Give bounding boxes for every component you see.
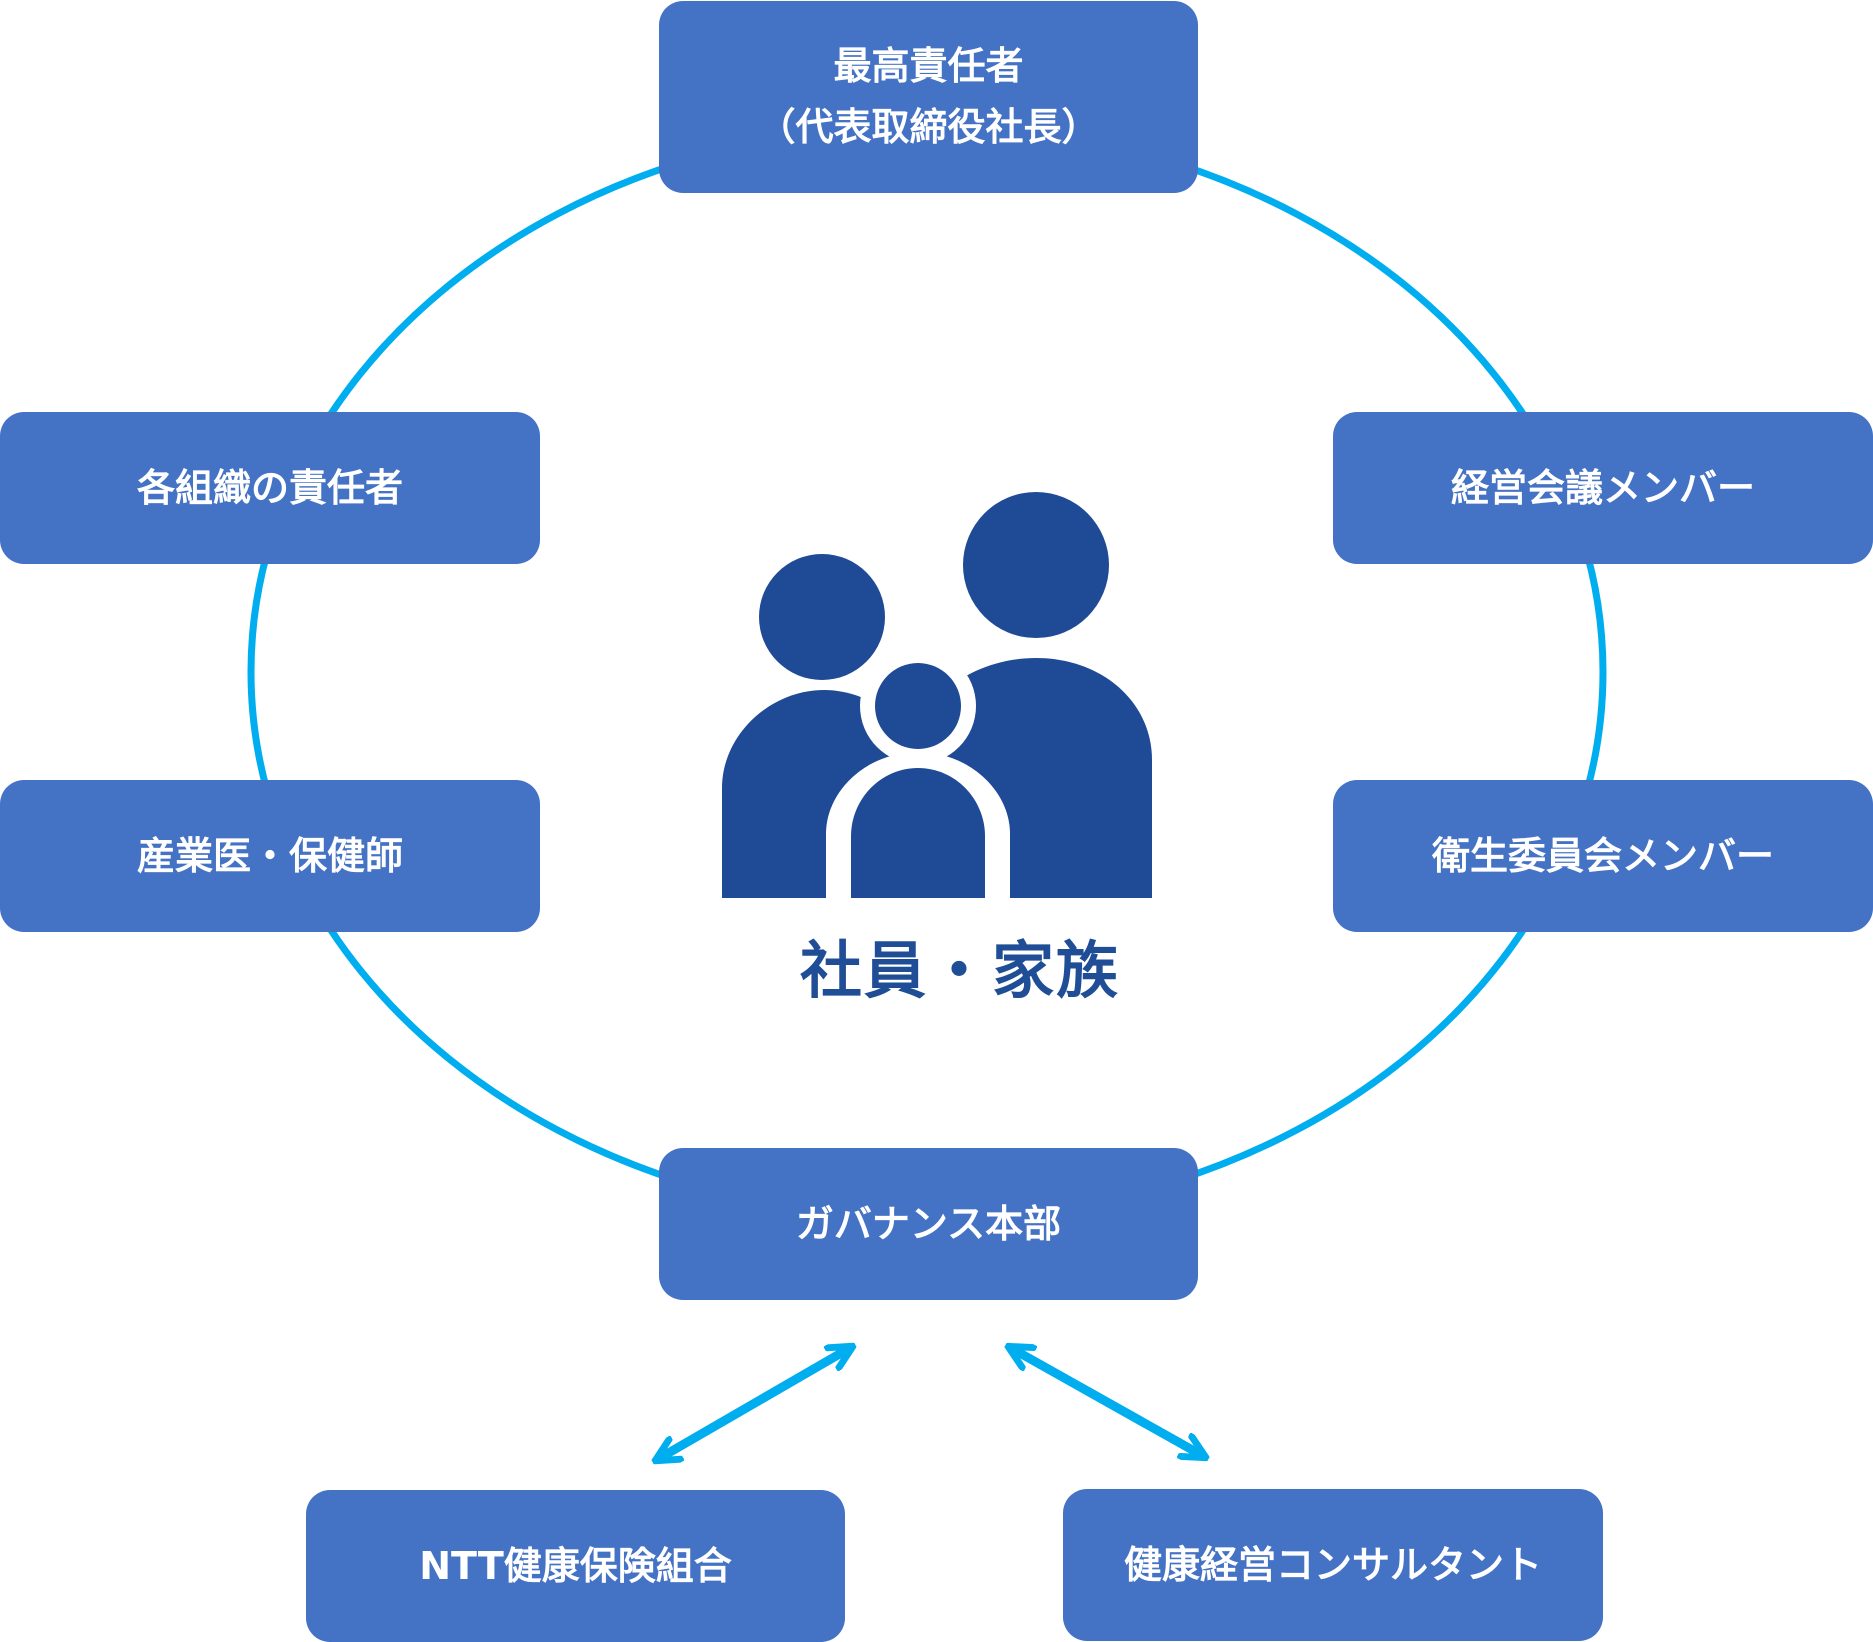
arrow-left-two-way <box>665 1352 843 1455</box>
node-external-right-label: 健康経営コンサルタント <box>1123 1542 1542 1587</box>
adult-left-head <box>759 554 885 680</box>
node-upper-left: 各組織の責任者 <box>0 412 540 564</box>
center-label: 社員・家族 <box>799 934 1120 1007</box>
node-lower-left: 産業医・保健師 <box>0 780 540 932</box>
node-lower-left-label: 産業医・保健師 <box>136 833 403 878</box>
node-bottom-label: ガバナンス本部 <box>795 1201 1062 1246</box>
child-body <box>851 768 985 898</box>
node-top-line2: （代表取締役社長） <box>757 105 1100 149</box>
node-lower-right-label: 衛生委員会メンバー <box>1431 833 1774 878</box>
node-lower-right: 衛生委員会メンバー <box>1333 780 1873 932</box>
node-top-executive: 最高責任者 （代表取締役社長） <box>659 1 1198 193</box>
family-icon <box>722 492 1152 898</box>
node-bottom: ガバナンス本部 <box>659 1148 1198 1300</box>
node-external-right: 健康経営コンサルタント <box>1063 1489 1603 1641</box>
node-upper-left-label: 各組織の責任者 <box>136 465 403 510</box>
adult-right-head <box>963 492 1109 638</box>
node-external-left-label: NTT健康保険組合 <box>419 1543 732 1588</box>
node-external-left: NTT健康保険組合 <box>306 1490 845 1642</box>
node-upper-right: 経営会議メンバー <box>1333 412 1873 564</box>
node-top-line1: 最高責任者 <box>833 44 1024 89</box>
node-upper-right-label: 経営会議メンバー <box>1450 465 1755 510</box>
child-head <box>875 663 961 749</box>
arrow-right-two-way <box>1018 1352 1196 1452</box>
